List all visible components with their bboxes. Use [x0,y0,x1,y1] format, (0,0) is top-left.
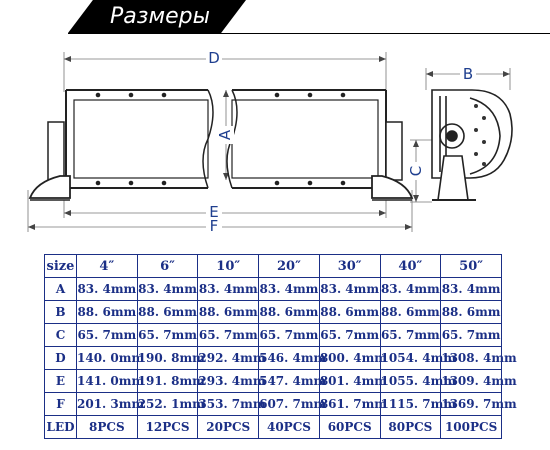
table-corner-cell: size [44,254,77,278]
table-cell: 100PCS [440,415,502,439]
table-cell: 65. 7mm [197,323,260,347]
dim-label-d: D [208,49,220,67]
column-header: 30″ [318,254,381,278]
row-label: F [44,392,77,416]
table-cell: 1308. 4mm [440,346,517,370]
column-header: 40″ [379,254,442,278]
dim-label-c: C [407,166,425,176]
table-cell: 65. 7mm [318,323,381,347]
header-tab [68,0,246,33]
row-label: A [44,277,77,301]
table-cell: 546. 4mm [258,346,326,370]
dim-label-b: B [463,65,473,83]
table-cell: 80PCS [379,415,442,439]
table-cell: 65. 7mm [136,323,199,347]
page-title: Размеры [110,4,210,29]
table-cell: 65. 7mm [379,323,442,347]
table-header-row: size 4″ 6″ 10″ 20″ 30″ 40″ 50″ [44,254,502,278]
screw-holes [95,92,346,186]
table-cell: 191. 8mm [136,369,205,393]
table-cell: 861. 7mm [318,392,387,416]
table-cell: 201. 3mm [76,392,144,416]
header-banner: Размеры [0,0,550,36]
column-header: 50″ [440,254,502,278]
row-label: C [44,323,77,347]
table-cell: 83. 4mm [258,277,320,301]
light-bar-side-view [431,89,513,201]
table-cell: 8PCS [76,415,138,439]
table-cell: 83. 4mm [379,277,442,301]
table-cell: 65. 7mm [76,323,138,347]
table-cell: 83. 4mm [318,277,381,301]
table-cell: 65. 7mm [258,323,320,347]
table-cell: 88. 6mm [379,300,442,324]
dimension-drawing: D E F A B C [27,49,513,235]
table-cell: 12PCS [136,415,199,439]
table-cell: 353. 7mm [197,392,266,416]
header-rule [68,33,550,34]
table-cell: 800. 4mm [318,346,387,370]
row-label: LED [44,415,77,439]
table-cell: 83. 4mm [76,277,138,301]
table-cell: 60PCS [318,415,381,439]
column-header: 6″ [136,254,199,278]
table-cell: 547. 4mm [258,369,326,393]
row-label: E [44,369,77,393]
light-bar-front-view [28,89,414,201]
column-header: 10″ [197,254,260,278]
table-cell: 88. 6mm [318,300,381,324]
table-cell: 801. 4mm [318,369,387,393]
table-cell: 88. 6mm [197,300,260,324]
table-cell: 20PCS [197,415,260,439]
table-cell: 1115. 7mm [379,392,456,416]
dim-label-f: F [210,217,219,235]
table-cell: 140. 0mm [76,346,144,370]
column-header: 20″ [258,254,320,278]
table-cell: 1054. 4mm [379,346,456,370]
table-cell: 88. 6mm [440,300,502,324]
table-cell: 1055. 4mm [379,369,456,393]
table-cell: 40PCS [258,415,320,439]
table-cell: 83. 4mm [440,277,502,301]
table-cell: 1309. 4mm [440,369,517,393]
table-cell: 83. 4mm [197,277,260,301]
table-cell: 607. 7mm [258,392,326,416]
table-cell: 88. 6mm [258,300,320,324]
table-cell: 252. 1mm [136,392,205,416]
row-label: B [44,300,77,324]
table-cell: 65. 7mm [440,323,502,347]
column-header: 4″ [76,254,138,278]
row-label: D [44,346,77,370]
table-cell: 190. 8mm [136,346,205,370]
table-cell: 83. 4mm [136,277,199,301]
table-cell: 293. 4mm [197,369,266,393]
dim-label-e: E [209,203,218,221]
dim-label-a: A [216,129,234,140]
table-cell: 88. 6mm [136,300,199,324]
table-cell: 88. 6mm [76,300,138,324]
table-cell: 141. 0mm [76,369,144,393]
table-cell: 292. 4mm [197,346,266,370]
table-cell: 1369. 7mm [440,392,517,416]
